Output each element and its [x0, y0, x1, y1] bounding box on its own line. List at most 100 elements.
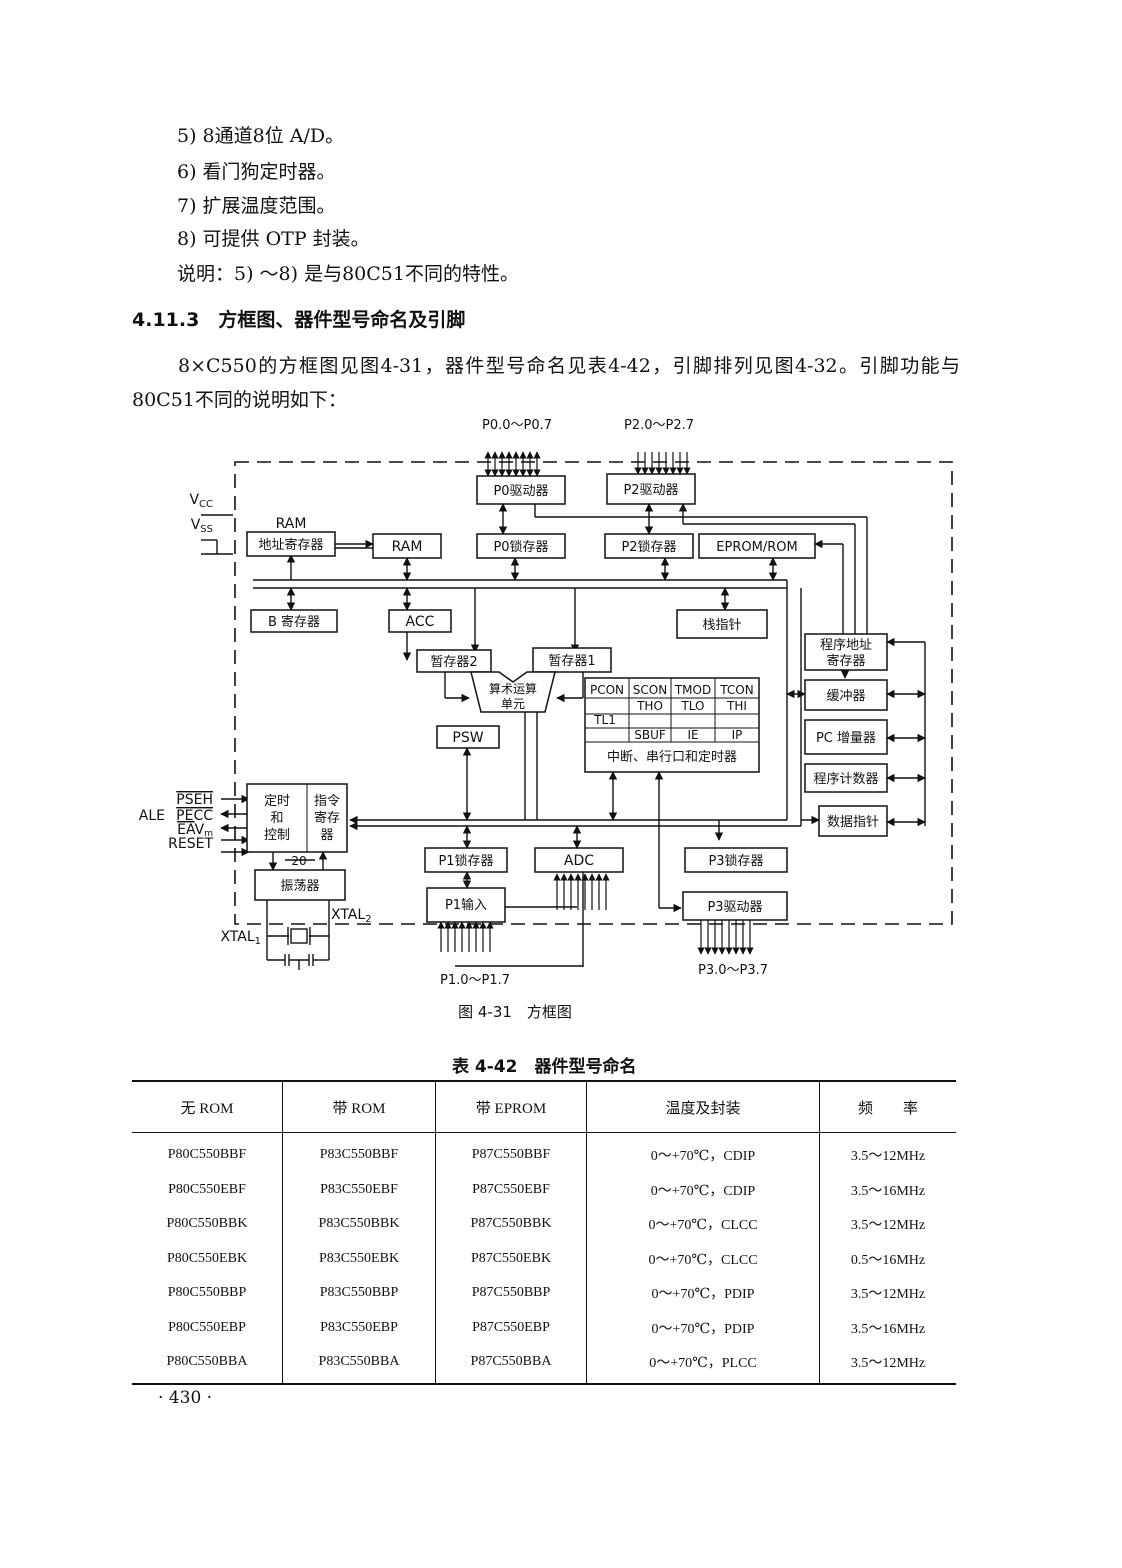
cell: 3.5～12MHz — [819, 1207, 956, 1242]
ea-subscript: V — [195, 822, 205, 838]
p2-driver-box — [606, 473, 696, 505]
sfr-th1: THI — [726, 699, 747, 713]
p1-input-box — [426, 887, 506, 923]
note-text: 说明：5) ～8) 是与80C51不同的特性。 — [177, 263, 519, 285]
cell: 3.5～12MHz — [819, 1276, 956, 1311]
p0-latch-box — [476, 533, 566, 559]
alu-box — [470, 671, 556, 713]
col-header-temp-package: 温度及封装 — [586, 1080, 820, 1133]
cell: P87C550EBK — [435, 1241, 587, 1276]
cell: P87C550BBK — [435, 1207, 587, 1242]
sfr-ie: IE — [687, 728, 698, 742]
alu-label-1: 算术运算 — [489, 681, 537, 696]
program-address-label-1: 程序地址 — [820, 638, 872, 653]
bus-width-label: 20 — [291, 854, 306, 868]
col-header-eprom: 带 EPROM — [435, 1080, 587, 1133]
p0-driver-box — [476, 475, 566, 505]
sfr-box — [584, 677, 760, 773]
cell: P83C550BBF — [282, 1132, 436, 1173]
cell: P87C550EBP — [435, 1310, 587, 1345]
data-pointer-label: 数据指针 — [827, 815, 879, 830]
chip-boundary — [234, 461, 953, 925]
p3-latch-box — [684, 847, 788, 873]
port-pins — [437, 451, 754, 955]
cell: 3.5～12MHz — [819, 1345, 956, 1385]
cell: P87C550BBF — [435, 1132, 587, 1173]
page-number: · 430 · — [158, 1388, 213, 1408]
svg-text:VSS: VSS — [191, 517, 213, 535]
p0-latch-label: P0锁存器 — [493, 539, 548, 555]
cell: P83C550EBF — [282, 1172, 436, 1207]
xtal1-label: XTAL — [220, 929, 254, 945]
p3-port-label: P3.0～P3.7 — [698, 963, 768, 978]
ram-top-label: RAM — [276, 516, 307, 532]
model-naming-table: 无 ROM 带 ROM 带 EPROM 温度及封装 频 率 P80C550BBF… — [132, 1080, 956, 1385]
eprom-label: EPROM/ROM — [716, 540, 797, 555]
sfr-tl0: TLO — [680, 699, 704, 713]
section-heading: 4.11.3 方框图、器件型号命名及引脚 — [132, 309, 466, 331]
p2-latch-label: P2锁存器 — [621, 539, 676, 555]
ram-label: RAM — [392, 539, 423, 555]
p1-input-label: P1输入 — [445, 897, 487, 913]
intro-paragraph: 8×C550的方框图见图4-31，器件型号命名见表4-42，引脚排列见图4-32… — [132, 355, 960, 411]
p3-driver-box — [682, 891, 788, 921]
cell: P87C550BBP — [435, 1276, 587, 1311]
buffer-box — [804, 679, 888, 711]
ea-label: EA — [177, 822, 196, 838]
table-title: 表 4-42 器件型号命名 — [452, 1057, 637, 1077]
xtal2-subscript: 2 — [365, 914, 371, 925]
temp-register-1-box — [532, 647, 612, 673]
p0-driver-label: P0驱动器 — [493, 484, 548, 499]
instruction-register-label-3: 器 — [320, 828, 333, 843]
cell: 0～+70℃，CLCC — [586, 1207, 820, 1242]
timing-control-box — [246, 783, 348, 853]
instruction-register-label-1: 指令 — [314, 794, 340, 809]
block-diagram: P0.0～P0.7 P2.0～P2.7 P0驱动器 P2驱动器 RAM 地址寄存… — [139, 418, 953, 1021]
adc-box — [534, 847, 624, 873]
list-item-6: 6) 看门狗定时器。 — [177, 161, 336, 183]
acc-label: ACC — [406, 614, 435, 630]
stack-pointer-box — [676, 609, 768, 639]
temp-register-1-label: 暂存器1 — [548, 654, 595, 669]
oscillator-box — [254, 869, 346, 901]
cell: P83C550EBK — [282, 1241, 436, 1276]
vcc-label: V — [189, 492, 199, 508]
program-counter-box — [804, 763, 888, 793]
svg-text:VCC: VCC — [189, 492, 213, 510]
adc-label: ADC — [564, 853, 594, 869]
temp-register-2-box — [416, 649, 492, 673]
b-register-box — [250, 609, 338, 633]
cell: P83C550BBK — [282, 1207, 436, 1242]
xtal2-label: XTAL — [331, 907, 365, 923]
timing-label-2: 和 — [270, 811, 283, 826]
program-address-register-box — [804, 633, 888, 671]
cell: P87C550EBF — [435, 1172, 587, 1207]
p0-port-label: P0.0～P0.7 — [482, 418, 552, 433]
cell: P80C550BBA — [132, 1345, 283, 1385]
prog-label: PECC — [176, 808, 213, 824]
ram-address-register-box — [246, 531, 336, 557]
cell: 0～+70℃，CDIP — [586, 1132, 820, 1173]
cell: 0～+70℃，CDIP — [586, 1172, 820, 1207]
list-item-5: 5) 8通道8位 A/D。 — [177, 125, 345, 147]
cell: P80C550EBP — [168, 1319, 246, 1335]
oscillator-label: 振荡器 — [280, 879, 319, 894]
buffer-label: 缓冲器 — [826, 689, 865, 704]
cell: P87C550BBA — [435, 1345, 587, 1385]
p1-latch-label: P1锁存器 — [438, 853, 493, 869]
p3-driver-label: P3驱动器 — [707, 900, 762, 915]
table-header-row: 无 ROM 带 ROM 带 EPROM 温度及封装 频 率 — [132, 1080, 956, 1133]
instruction-register-label-2: 寄存 — [314, 810, 340, 826]
cell: 0.5～16MHz — [819, 1241, 956, 1276]
program-address-label-2: 寄存器 — [826, 653, 865, 669]
p1-latch-box — [424, 847, 508, 873]
p2-latch-box — [604, 533, 694, 559]
p1-port-label: P1.0～P1.7 — [440, 973, 510, 988]
svg-text:XTAL1: XTAL1 — [220, 929, 261, 947]
list-item-8: 8) 可提供 OTP 封装。 — [177, 228, 370, 250]
cell: P83C550BBA — [282, 1345, 436, 1385]
cell: P80C550EBF — [168, 1181, 246, 1197]
